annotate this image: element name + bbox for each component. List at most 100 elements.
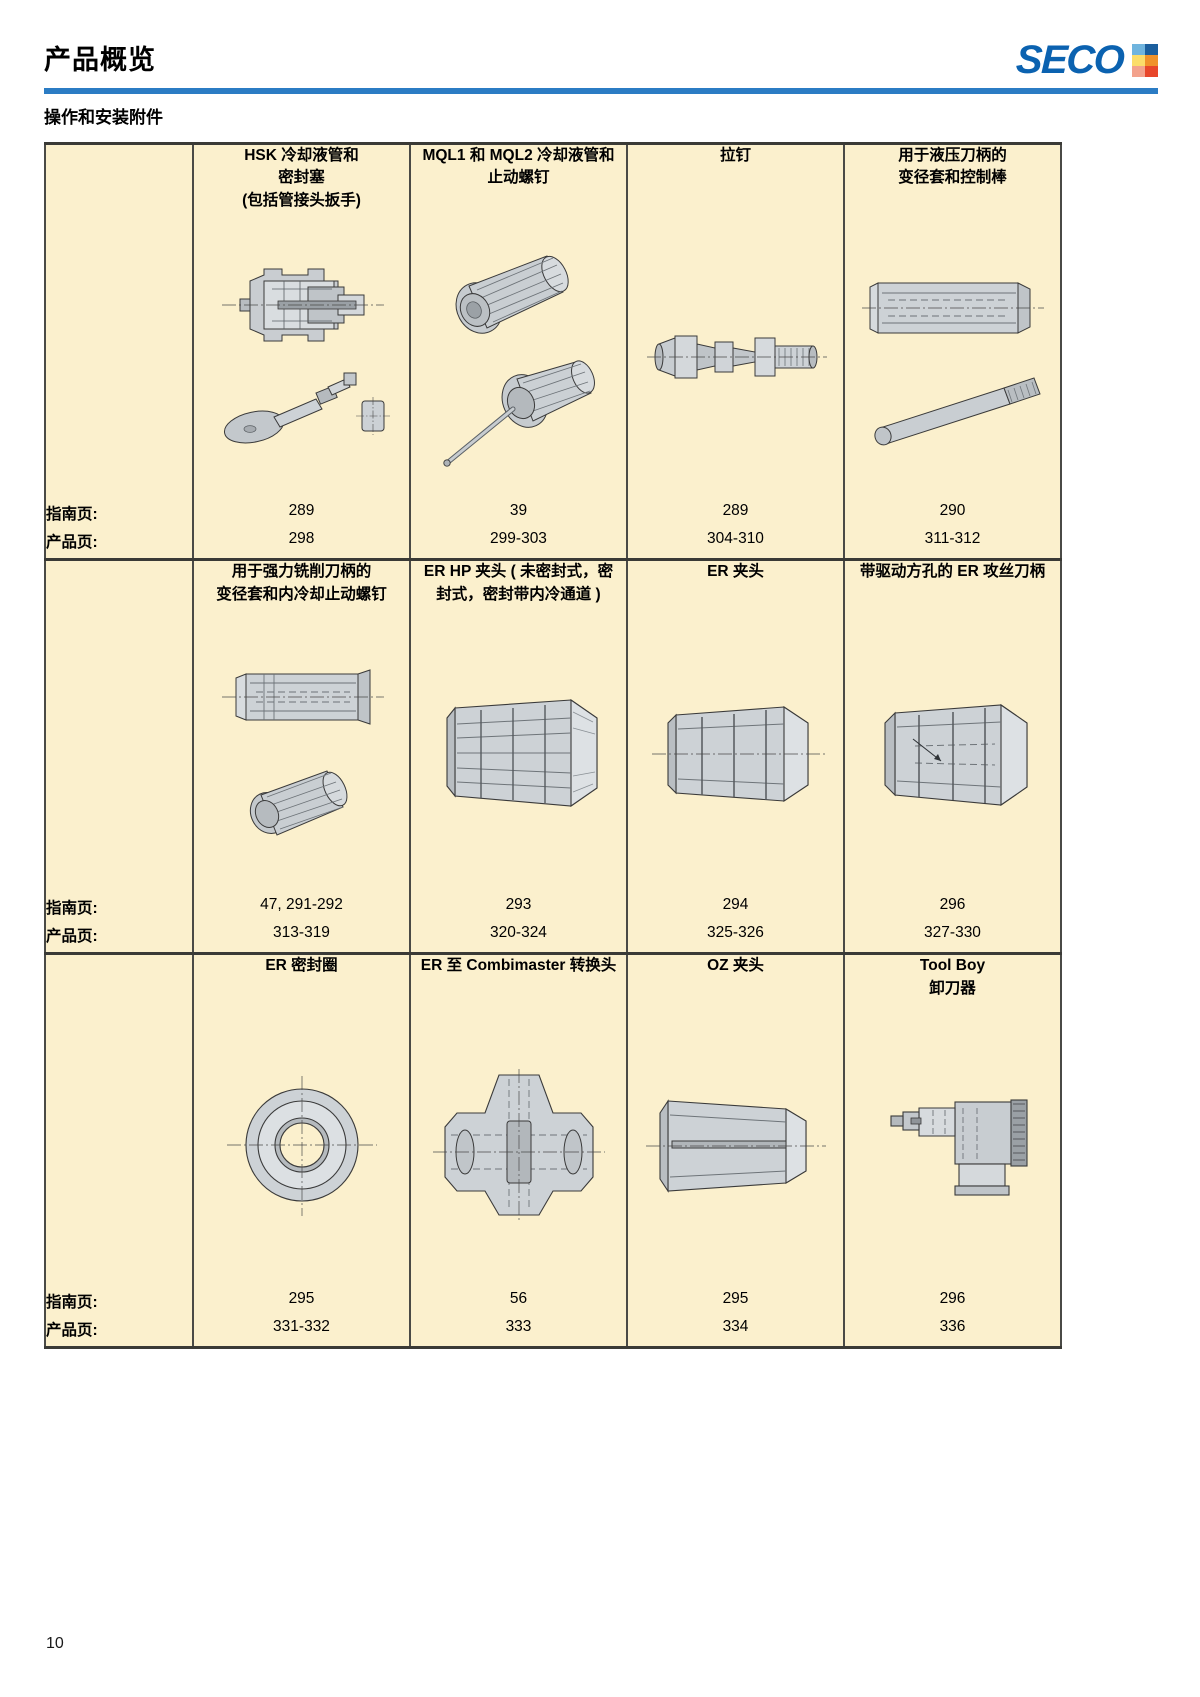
product-page-1-1: 298: [192, 530, 411, 562]
product-overview-table: HSK 冷却液管和 密封塞 (包括管接头扳手) MQL1 和 MQL2 冷却液管…: [44, 142, 1062, 1350]
hsk-wrench-and-plug-illustration: [223, 372, 390, 444]
art-mql-tube-screw: [409, 212, 628, 503]
table-row-guide-pages-3: 指南页: 295 56 295 296: [44, 1290, 1062, 1319]
art-cell-empty-1: [44, 212, 194, 503]
art-hydraulic-sleeve-rod: [843, 212, 1062, 503]
product-pages-label-2: 产品页:: [44, 924, 194, 956]
table-row-guide-pages-2: 指南页: 47, 291-292 293 294 296: [44, 896, 1062, 925]
mql-stop-screw-illustration: [455, 255, 569, 334]
table-row-headers-3: ER 密封圈 ER 至 Combimaster 转换头 OZ 夹头 Tool B…: [44, 952, 1062, 1001]
powermill-reduction-sleeve-illustration: [221, 669, 384, 726]
product-page-1-2: 299-303: [409, 530, 628, 562]
product-page-3-3: 334: [626, 1318, 845, 1350]
logo-block-6: [1145, 65, 1158, 77]
item-title-2-1: 用于强力铣削刀柄的 变径套和内冷却止动螺钉: [192, 558, 411, 607]
mql-coolant-tube-illustration: [442, 360, 595, 467]
item-title-2-3: ER 夹头: [626, 558, 845, 607]
table-row-guide-pages-1: 指南页: 289 39 289 290: [44, 502, 1062, 531]
table-row-art-3: [44, 1000, 1062, 1291]
item-title-1-1: HSK 冷却液管和 密封塞 (包括管接头扳手): [192, 142, 411, 213]
art-cell-empty-2: [44, 606, 194, 897]
table-row-product-pages-2: 产品页: 313-319 320-324 325-326 327-330: [44, 924, 1062, 956]
art-oz-collet: [626, 1000, 845, 1291]
item-title-1-4: 用于液压刀柄的 变径套和控制棒: [843, 142, 1062, 213]
art-er-tap-collet: [843, 606, 1062, 897]
table-row-product-pages-3: 产品页: 331-332 333 334 336: [44, 1318, 1062, 1350]
product-page-2-1: 313-319: [192, 924, 411, 956]
logo-block-5: [1132, 65, 1145, 77]
section-title: 操作和安装附件: [44, 108, 163, 127]
art-cell-empty-3: [44, 1000, 194, 1291]
product-page-3-2: 333: [409, 1318, 628, 1350]
header-rule: [44, 88, 1158, 94]
product-page-2-4: 327-330: [843, 924, 1062, 956]
item-title-3-3: OZ 夹头: [626, 952, 845, 1001]
row-header-empty-2: [44, 558, 194, 607]
item-title-2-2: ER HP 夹头 ( 未密封式，密 封式，密封带内冷通道 ): [409, 558, 628, 607]
art-er-collet: [626, 606, 845, 897]
er-tap-collet-square-drive-illustration: [884, 703, 1028, 806]
logo-block-1: [1132, 43, 1145, 55]
art-powermill-sleeve-screw: [192, 606, 411, 897]
page-header: 产品概览 SECO 操作和安装附件: [0, 0, 1200, 127]
product-page-3-4: 336: [843, 1318, 1062, 1350]
row-header-empty-1: [44, 142, 194, 213]
art-tool-boy: [843, 1000, 1062, 1291]
item-title-1-3: 拉钉: [626, 142, 845, 213]
art-pull-stud: [626, 212, 845, 503]
er-hp-collet-illustration: [446, 698, 598, 807]
logo-block-2: [1145, 43, 1158, 55]
guide-page-1-4: 290: [843, 502, 1062, 531]
table-row-art-2: [44, 606, 1062, 897]
seco-logo: SECO: [1014, 38, 1158, 82]
row-header-empty-3: [44, 952, 194, 1001]
product-pages-label-1: 产品页:: [44, 530, 194, 562]
er-sealing-ring-illustration: [226, 1076, 377, 1217]
table-row-headers-2: 用于强力铣削刀柄的 变径套和内冷却止动螺钉 ER HP 夹头 ( 未密封式，密 …: [44, 558, 1062, 607]
page-number: 10: [46, 1635, 64, 1652]
guide-page-2-1: 47, 291-292: [192, 896, 411, 925]
product-page-1-3: 304-310: [626, 530, 845, 562]
art-hsk-coolant-tube: [192, 212, 411, 503]
item-title-3-1: ER 密封圈: [192, 952, 411, 1001]
logo-block-3: [1132, 54, 1145, 66]
guide-page-1-1: 289: [192, 502, 411, 531]
page-title: 产品概览: [44, 45, 156, 75]
guide-page-2-2: 293: [409, 896, 628, 925]
guide-page-1-3: 289: [626, 502, 845, 531]
guide-pages-label-2: 指南页:: [44, 896, 194, 925]
hsk-holder-illustration: [221, 268, 384, 342]
product-page-2-2: 320-324: [409, 924, 628, 956]
er-collet-illustration: [652, 705, 826, 802]
table-row-headers-1: HSK 冷却液管和 密封塞 (包括管接头扳手) MQL1 和 MQL2 冷却液管…: [44, 142, 1062, 213]
product-page-1-4: 311-312: [843, 530, 1062, 562]
guide-page-1-2: 39: [409, 502, 628, 531]
product-page-2-3: 325-326: [626, 924, 845, 956]
seco-wordmark: SECO: [1014, 38, 1124, 82]
guide-page-3-4: 296: [843, 1290, 1062, 1319]
table-row-product-pages-1: 产品页: 298 299-303 304-310 311-312: [44, 530, 1062, 562]
item-title-3-2: ER 至 Combimaster 转换头: [409, 952, 628, 1001]
er-combimaster-adapter-illustration: [433, 1069, 605, 1222]
guide-pages-label-1: 指南页:: [44, 502, 194, 531]
internal-coolant-stop-screw-illustration: [249, 770, 347, 837]
table-row-art-1: [44, 212, 1062, 503]
guide-page-2-3: 294: [626, 896, 845, 925]
guide-page-3-2: 56: [409, 1290, 628, 1319]
hydraulic-reduction-sleeve-illustration: [861, 282, 1044, 335]
guide-page-3-1: 295: [192, 1290, 411, 1319]
logo-block-4: [1145, 54, 1158, 66]
seco-logo-color-blocks: [1132, 43, 1158, 77]
guide-pages-label-3: 指南页:: [44, 1290, 194, 1319]
guide-page-3-3: 295: [626, 1290, 845, 1319]
guide-page-2-4: 296: [843, 896, 1062, 925]
item-title-2-4: 带驱动方孔的 ER 攻丝刀柄: [843, 558, 1062, 607]
oz-collet-illustration: [646, 1098, 826, 1193]
art-er-combimaster-adapter: [409, 1000, 628, 1291]
product-pages-label-3: 产品页:: [44, 1318, 194, 1350]
item-title-3-4: Tool Boy 卸刀器: [843, 952, 1062, 1001]
hydraulic-control-rod-illustration: [873, 377, 1041, 446]
pull-stud-illustration: [646, 335, 827, 379]
art-er-hp-collet: [409, 606, 628, 897]
tool-boy-device-illustration: [890, 1099, 1028, 1196]
